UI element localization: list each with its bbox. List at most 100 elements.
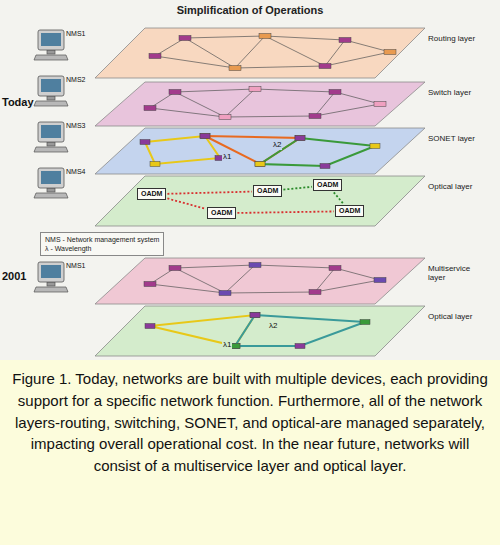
oadm-label: OADM [339, 207, 360, 215]
network-layer: SONET layer [95, 128, 490, 174]
device-symbol [169, 90, 181, 95]
device-symbol [200, 134, 210, 139]
device-symbol [374, 278, 386, 283]
drawn-stroke [235, 66, 325, 68]
figure-caption: Figure 1. Today, networks are built with… [0, 364, 500, 481]
nms-label: NMS4 [66, 168, 85, 176]
wavelength-label: λ2 [272, 141, 282, 150]
drawn-stroke [255, 89, 335, 92]
wavelength-ring [145, 136, 220, 164]
drawn-stroke [315, 104, 380, 116]
device-symbol [249, 87, 261, 92]
legend-text: λ - Wavelength [45, 244, 159, 253]
device-symbol [319, 64, 331, 69]
device-symbol [144, 282, 156, 287]
wavelength-label: λ2 [268, 322, 278, 331]
device-symbol [384, 50, 396, 55]
drawn-stroke [185, 36, 265, 38]
layer-plane [95, 306, 425, 356]
oadm-label: OADM [317, 181, 338, 189]
device-symbol [295, 136, 305, 141]
oadm-box: OADM [207, 207, 236, 219]
section-label: Today [2, 96, 34, 108]
device-symbol [360, 320, 370, 325]
drawn-stroke [315, 280, 380, 292]
drawn-stroke [345, 40, 390, 52]
oadm-label: OADM [211, 209, 232, 217]
legend-box: NMS - Network management systemλ - Wavel… [40, 232, 164, 256]
drawn-stroke [325, 52, 390, 66]
device-symbol [250, 313, 260, 318]
layer-plane [95, 258, 425, 304]
drawn-stroke [335, 92, 380, 104]
layer-label: Optical layer [428, 182, 489, 191]
oadm-label: OADM [257, 187, 278, 195]
device-symbol [179, 36, 191, 41]
nms-label: NMS3 [66, 122, 85, 130]
wavelength-ring [150, 315, 255, 346]
layer-label: Switch layer [428, 88, 489, 97]
nms-label: NMS1 [66, 262, 85, 270]
drawn-stroke [175, 89, 255, 92]
drawn-stroke [155, 56, 235, 68]
drawn-stroke [225, 89, 255, 117]
network-layer: Switch layer [95, 82, 490, 126]
device-symbol [250, 313, 260, 318]
drawn-stroke [225, 116, 315, 117]
oadm-box: OADM [253, 185, 282, 197]
wavelength-ring [205, 136, 300, 164]
nms-label: NMS1 [66, 30, 85, 38]
device-symbol [339, 38, 351, 43]
drawn-stroke [265, 36, 325, 66]
layer-plane [95, 82, 425, 126]
figure-title: Simplification of Operations [0, 4, 500, 16]
device-symbol [309, 290, 321, 295]
device-symbol [255, 162, 265, 167]
device-symbol [219, 115, 231, 120]
wavelength-ring [260, 138, 375, 166]
layer-plane [95, 28, 425, 78]
device-symbol [229, 66, 241, 71]
device-symbol [249, 263, 261, 268]
device-symbol [374, 102, 386, 107]
layer-label: SONET layer [428, 134, 489, 143]
device-symbol [329, 90, 341, 95]
device-symbol [295, 344, 305, 349]
device-symbol [370, 144, 380, 149]
device-symbol [200, 134, 210, 139]
drawn-stroke [335, 268, 380, 280]
network-layer: Optical layer [95, 306, 490, 356]
layer-plane [95, 176, 425, 226]
network-layer: Optical layerOADMOADMOADMOADMOADM [95, 176, 490, 226]
layer-label: Routing layer [428, 34, 489, 43]
device-symbol [150, 162, 160, 167]
device-symbol [144, 106, 156, 111]
drawn-stroke [315, 92, 335, 116]
drawn-stroke [175, 92, 225, 117]
drawn-stroke [185, 38, 235, 68]
device-symbol [259, 34, 271, 39]
device-symbol [309, 114, 321, 119]
drawn-stroke [325, 40, 345, 66]
drawn-stroke [225, 265, 255, 293]
drawn-stroke [235, 36, 265, 68]
oadm-label: OADM [141, 190, 162, 198]
device-symbol [255, 162, 265, 167]
drawn-stroke [175, 265, 255, 268]
wavelength-ring [235, 315, 365, 346]
layer-plane [95, 128, 425, 174]
drawn-stroke [175, 268, 225, 293]
section-label: 2001 [2, 270, 26, 282]
device-symbol [320, 164, 330, 169]
legend-text: NMS - Network management system [45, 235, 159, 244]
device-symbol [295, 136, 305, 141]
oadm-box: OADM [335, 205, 364, 217]
wavelength-label: λ1 [222, 153, 232, 162]
caption-ground [0, 360, 500, 545]
device-symbol [169, 266, 181, 271]
drawn-stroke [265, 36, 345, 40]
drawn-stroke [150, 284, 225, 293]
network-layer: Multiservice layer [95, 258, 490, 304]
nms-label: NMS2 [66, 76, 85, 84]
